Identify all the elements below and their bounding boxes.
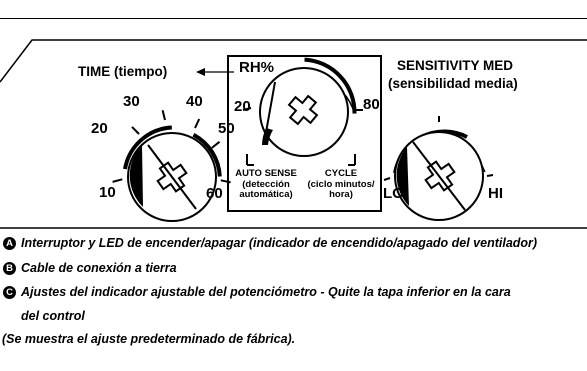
factory-default-note: (Se muestra el ajuste predeterminado de …	[2, 332, 296, 346]
badge-b-icon: B	[3, 262, 16, 275]
sensitivity-sub-label: (sensibilidad media)	[388, 76, 518, 91]
legend-item-c: C Ajustes del indicador ajustable del pot…	[0, 285, 587, 299]
time-dial[interactable]	[112, 110, 231, 222]
time-mark-50: 50	[218, 120, 235, 137]
time-mark-20: 20	[91, 120, 108, 137]
auto-sense-line2: automática)	[239, 189, 293, 200]
auto-sense-line1: (detección	[242, 178, 290, 190]
time-mark-10: 10	[99, 184, 116, 201]
rh-max-label: 80	[363, 96, 380, 113]
time-label: TIME (tiempo)	[78, 64, 168, 79]
arrow-head-icon	[196, 68, 205, 76]
time-mark-40: 40	[186, 93, 203, 110]
auto-sense-title: AUTO SENSE	[235, 168, 297, 179]
legend-item-a: A Interruptor y LED de encender/apagar (i…	[0, 236, 587, 250]
legend-b-text: Cable de conexión a tierra	[21, 261, 177, 275]
sensitivity-lo-label: LO	[383, 185, 404, 202]
legend-c-continued: del control	[21, 309, 85, 323]
rh-min-label: 20	[234, 98, 251, 115]
sensitivity-hi-label: HI	[488, 185, 503, 202]
legend-c-text: Ajustes del indicador ajustable del pote…	[21, 285, 511, 299]
sensitivity-label: SENSITIVITY MED	[397, 58, 514, 73]
time-mark-30: 30	[123, 93, 140, 110]
rh-highlight-box	[227, 55, 382, 212]
badge-c-icon: C	[3, 286, 16, 299]
control-panel-drawing	[0, 18, 587, 229]
legend-item-b: B Cable de conexión a tierra	[0, 261, 587, 275]
cycle-label: CYCLE (ciclo minutos/ hora)	[303, 168, 379, 201]
sensitivity-dial[interactable]	[383, 116, 494, 221]
rh-dial[interactable]	[242, 57, 363, 166]
cycle-line2: hora)	[329, 189, 353, 200]
badge-a-icon: A	[3, 237, 16, 250]
legend-a-text: Interruptor y LED de encender/apagar (in…	[21, 236, 538, 250]
time-mark-60: 60	[206, 185, 223, 202]
cycle-title: CYCLE	[324, 168, 358, 179]
auto-sense-label: AUTO SENSE (detección automática)	[233, 168, 299, 201]
rh-label: RH%	[239, 59, 275, 76]
cycle-line1: (ciclo minutos/	[307, 178, 375, 190]
